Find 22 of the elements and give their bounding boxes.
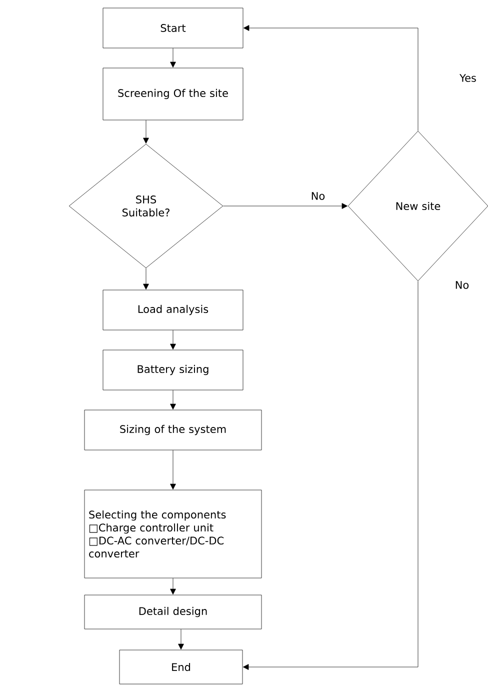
arrow	[178, 629, 184, 650]
process-box: Selecting the components □Charge controller unit □DC-AC converter/DC-DC converter	[84, 490, 262, 578]
arrow	[170, 330, 176, 350]
arrow	[170, 48, 176, 68]
process-box: Load analysis	[102, 290, 244, 330]
arrow	[243, 25, 418, 131]
edge-label: No	[454, 280, 470, 290]
process-box: Screening Of the site	[102, 68, 244, 120]
process-box: Detail design	[84, 594, 262, 630]
edge-label: No	[310, 191, 326, 201]
process-box: Start	[102, 8, 244, 48]
process-box: Battery sizing	[102, 350, 244, 390]
edge-label: Yes	[458, 73, 478, 83]
arrow	[223, 203, 348, 209]
process-box: Sizing of the system	[84, 410, 262, 450]
process-box: End	[119, 650, 243, 684]
arrow	[170, 450, 176, 490]
arrow	[143, 268, 149, 290]
arrow	[242, 281, 418, 670]
arrow	[170, 390, 176, 410]
arrow	[143, 120, 149, 144]
arrow	[170, 578, 176, 595]
